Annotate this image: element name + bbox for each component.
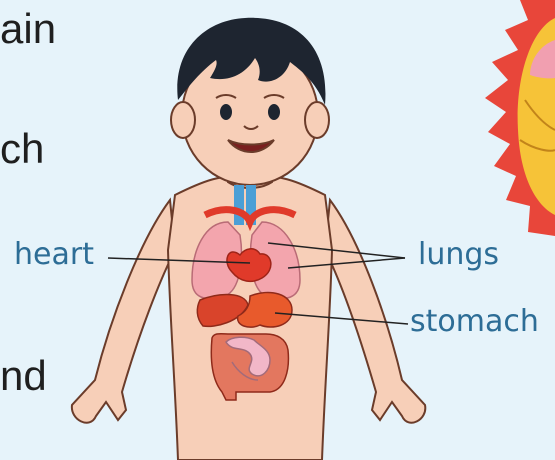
stomach-label: stomach (410, 307, 539, 337)
lion-illustration (485, 0, 555, 236)
boy-figure (72, 18, 425, 460)
heart-label: heart (14, 240, 94, 270)
lungs-label: lungs (418, 240, 499, 270)
